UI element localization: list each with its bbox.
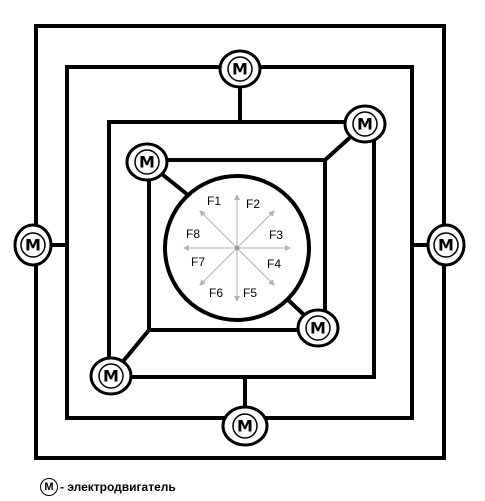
force-label-f2: F2 — [246, 197, 260, 211]
force-label-f4: F4 — [267, 257, 281, 271]
motor-bottom-left: M — [89, 356, 133, 396]
arrow-up-left — [199, 210, 238, 249]
force-label-f8: F8 — [186, 227, 200, 241]
force-arrows — [183, 194, 291, 302]
arrow-down-left — [199, 247, 238, 286]
force-label-f6: F6 — [209, 286, 223, 300]
svg-text:M: M — [103, 367, 119, 386]
force-label-f7: F7 — [191, 255, 205, 269]
motor-symbol-icon: M — [40, 478, 58, 496]
motor-right: M — [426, 223, 466, 267]
center-point — [234, 245, 240, 251]
motor-bottom: M — [221, 405, 269, 447]
arrow-down-right — [236, 247, 275, 286]
motor-left: M — [13, 223, 53, 267]
force-label-f5: F5 — [243, 286, 257, 300]
svg-text:M: M — [237, 417, 253, 436]
motor-top-right: M — [343, 104, 387, 144]
svg-text:M: M — [310, 319, 326, 338]
motor-bottom-right: M — [296, 308, 340, 348]
force-label-f3: F3 — [269, 228, 283, 242]
svg-text:M: M — [232, 60, 248, 79]
motor-top: M — [218, 49, 262, 89]
motor-top-left: M — [125, 142, 169, 182]
inner-frame — [147, 158, 327, 332]
svg-text:M: M — [438, 236, 454, 255]
legend-text: - электродвигатель — [60, 480, 176, 494]
force-label-f1: F1 — [207, 194, 221, 208]
svg-text:M: M — [357, 115, 373, 134]
svg-text:M: M — [139, 153, 155, 172]
arrow-up-right — [236, 210, 275, 249]
svg-text:M: M — [25, 236, 41, 255]
legend: M - электродвигатель — [40, 478, 176, 496]
